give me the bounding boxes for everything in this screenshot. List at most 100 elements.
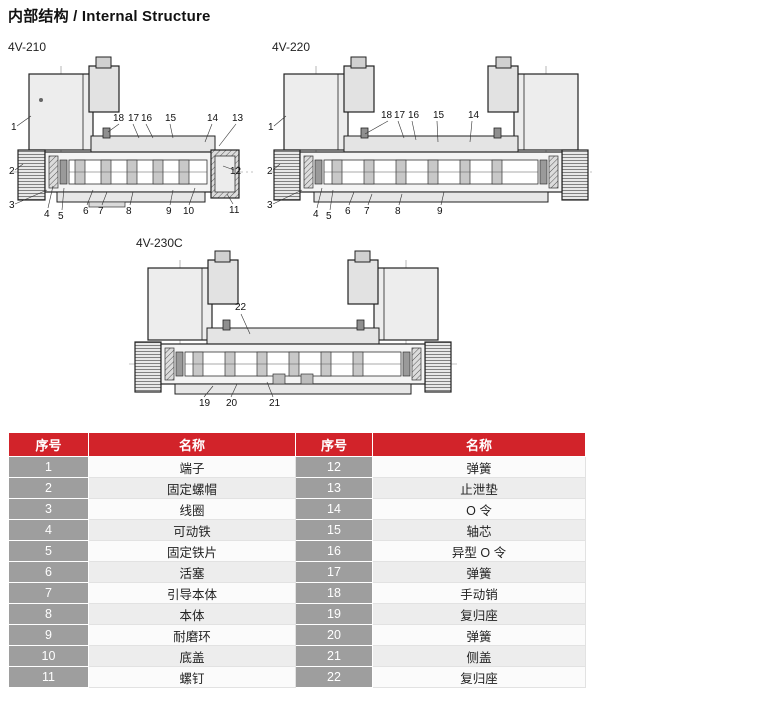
part-name-cell: 活塞 (88, 561, 296, 583)
connector-cap-right (495, 56, 512, 69)
movable-iron (48, 155, 59, 189)
coil-screw (39, 98, 43, 102)
part-name-cell: 弹簧 (372, 456, 586, 478)
part-number-cell: 5 (8, 540, 89, 562)
movable-iron-left (164, 347, 175, 381)
part-name-cell: 复归座 (372, 666, 586, 688)
fixing-nut-right (561, 149, 589, 201)
part-name-cell: 底盖 (88, 645, 296, 667)
part-name-cell: 轴芯 (372, 519, 586, 541)
part-name-cell: 手动销 (372, 582, 586, 604)
callout-19: 19 (199, 398, 211, 409)
part-name-cell: 引导本体 (88, 582, 296, 604)
callout-8: 8 (395, 206, 401, 217)
callout-4: 4 (313, 209, 319, 220)
callout-5: 5 (326, 211, 332, 222)
part-number-cell: 3 (8, 498, 89, 520)
coil-housing-right (513, 73, 579, 151)
bottom-cover (174, 383, 412, 395)
part-number-cell: 2 (8, 477, 89, 499)
col-header-name-right: 名称 (372, 432, 586, 457)
callout-1: 1 (268, 122, 274, 133)
manual-pin-left (360, 127, 369, 139)
bottom-cover (313, 191, 549, 203)
table-row: 8 本体 19 复归座 (8, 603, 586, 625)
part-number-cell: 17 (295, 561, 373, 583)
terminal-connector-left (343, 65, 375, 113)
return-seat-right (402, 351, 411, 377)
table-row: 9 耐磨环 20 弹簧 (8, 624, 586, 646)
table-row: 3 线圈 14 O 令 (8, 498, 586, 520)
table-row: 7 引导本体 18 手动销 (8, 582, 586, 604)
manual-pin-right (493, 127, 502, 139)
callout-11: 11 (229, 205, 240, 216)
part-name-cell: 螺钉 (88, 666, 296, 688)
col-header-no-left: 序号 (8, 432, 89, 457)
return-seat-left (175, 351, 184, 377)
parts-table: 序号 名称 序号 名称 1 端子 12 弹簧 2 固定螺帽 13 止泄垫 3 线… (8, 432, 586, 688)
terminal-connector-left (207, 259, 239, 305)
part-name-cell: 可动铁 (88, 519, 296, 541)
callout-12: 12 (230, 166, 242, 177)
callout-14: 14 (207, 113, 219, 124)
callout-10: 10 (183, 206, 195, 217)
end-cap-inner (214, 155, 236, 193)
part-number-cell: 19 (295, 603, 373, 625)
part-name-cell: 固定铁片 (88, 540, 296, 562)
callout-21: 21 (269, 398, 281, 409)
table-row: 2 固定螺帽 13 止泄垫 (8, 477, 586, 499)
part-number-cell: 13 (295, 477, 373, 499)
callout-15: 15 (165, 113, 177, 124)
table-row: 10 底盖 21 侧盖 (8, 645, 586, 667)
table-header-row: 序号 名称 序号 名称 (8, 432, 586, 457)
part-name-cell: O 令 (372, 498, 586, 520)
part-number-cell: 10 (8, 645, 89, 667)
manual-pin (102, 127, 111, 139)
pilot-body (206, 327, 380, 347)
part-name-cell: 止泄垫 (372, 477, 586, 499)
piston-left (314, 159, 323, 185)
coil-housing-right (373, 267, 439, 341)
part-number-cell: 12 (295, 456, 373, 478)
part-number-cell: 18 (295, 582, 373, 604)
callout-6: 6 (83, 206, 89, 217)
table-row: 5 固定铁片 16 异型 O 令 (8, 540, 586, 562)
part-number-cell: 22 (295, 666, 373, 688)
fixing-nut-left (273, 149, 301, 201)
part-number-cell: 21 (295, 645, 373, 667)
center-return-seat (272, 373, 286, 385)
callout-17: 17 (394, 110, 406, 121)
part-name-cell: 侧盖 (372, 645, 586, 667)
center-return-seat (300, 373, 314, 385)
callout-15: 15 (433, 110, 445, 121)
callout-8: 8 (126, 206, 132, 217)
part-number-cell: 14 (295, 498, 373, 520)
callout-6: 6 (345, 206, 351, 217)
manual-pin-left (222, 319, 231, 331)
valve-diagram-4v230c: 22 19 20 21 (129, 250, 457, 409)
connector-cap-right (354, 250, 371, 263)
part-name-cell: 复归座 (372, 603, 586, 625)
connector-cap (95, 56, 112, 69)
movable-iron-right (548, 155, 559, 189)
callout-4: 4 (44, 209, 50, 220)
terminal-connector-right (487, 65, 519, 113)
port-block (88, 201, 126, 208)
part-number-cell: 9 (8, 624, 89, 646)
leader-lines (14, 115, 237, 211)
manual-pin-right (356, 319, 365, 331)
leader-lines (272, 115, 473, 211)
callout-20: 20 (226, 398, 238, 409)
part-name-cell: 线圈 (88, 498, 296, 520)
callout-13: 13 (232, 113, 244, 124)
part-number-cell: 1 (8, 456, 89, 478)
callout-17: 17 (128, 113, 140, 124)
part-number-cell: 16 (295, 540, 373, 562)
piston (59, 159, 68, 185)
pilot-body (343, 135, 519, 155)
part-name-cell: 弹簧 (372, 561, 586, 583)
connector-cap-left (350, 56, 367, 69)
callouts-4v210: 1 2 3 4 5 6 7 8 9 10 11 12 13 14 15 16 1… (9, 113, 244, 222)
coil-housing (28, 73, 94, 151)
pilot-body (90, 135, 216, 155)
